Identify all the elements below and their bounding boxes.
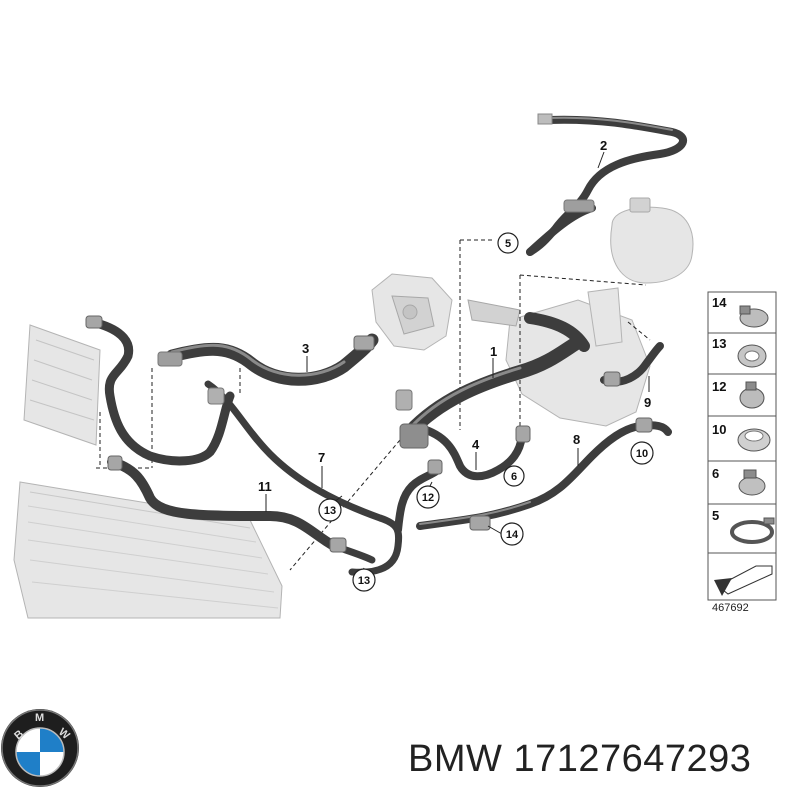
label-2: 2 (600, 138, 607, 153)
legend-item-10: 10 (712, 422, 726, 437)
callout-13-lower-text: 13 (358, 575, 370, 587)
clamp-14-icon (739, 305, 769, 328)
hose-7 (204, 380, 403, 576)
legend-item-6: 6 (712, 466, 719, 481)
label-9: 9 (644, 395, 651, 410)
label-4: 4 (472, 437, 480, 452)
label-7: 7 (318, 450, 325, 465)
hose-5 (526, 204, 596, 256)
thermostat-housing (371, 273, 453, 351)
callout-12-text: 12 (422, 492, 434, 504)
clamp-6-icon (738, 469, 766, 496)
product-caption: BMW 17127647293 (408, 738, 751, 781)
direction-arrow-icon (714, 565, 773, 596)
callout-10: 10 (630, 441, 654, 465)
callout-5-text: 5 (505, 238, 511, 250)
legend-item-14: 14 (712, 295, 727, 310)
callout-12: 12 (416, 485, 440, 509)
bmw-logo: B M W (1, 709, 79, 787)
hose-left-aux (87, 317, 235, 466)
legend-item-13: 13 (712, 336, 726, 351)
callout-10-text: 10 (636, 448, 648, 460)
label-1: 1 (490, 344, 497, 359)
clamp-12-icon (739, 381, 765, 409)
reference-number: 467692 (712, 602, 749, 614)
clamp-13-icon (737, 344, 767, 368)
caption-part-number: 17127647293 (513, 738, 752, 780)
aux-radiator (23, 324, 101, 446)
caption-brand: BMW (408, 738, 503, 780)
svg-text:M: M (35, 712, 44, 724)
callout-5: 5 (497, 232, 519, 254)
clamp-10-icon (737, 428, 771, 452)
hose-1 (403, 312, 590, 439)
clamp-5-icon (730, 517, 775, 544)
fittings (85, 113, 653, 553)
callout-13-upper: 13 (318, 498, 342, 522)
legend-item-5: 5 (712, 508, 719, 523)
legend-item-12: 12 (712, 379, 726, 394)
label-8: 8 (573, 432, 580, 447)
callout-14-text: 14 (506, 529, 519, 541)
hose-3 (165, 333, 379, 386)
parts-legend: 14 13 12 10 6 5 (707, 291, 777, 601)
callout-13-upper-text: 13 (324, 505, 336, 517)
callout-14: 14 (500, 522, 524, 546)
label-3: 3 (302, 341, 309, 356)
callout-13-lower: 13 (352, 568, 376, 592)
callout-6: 6 (503, 465, 525, 487)
label-11: 11 (258, 479, 272, 494)
expansion-tank (610, 197, 694, 284)
callout-6-text: 6 (511, 471, 517, 483)
hose-8 (416, 421, 672, 530)
hose-4 (416, 424, 526, 481)
